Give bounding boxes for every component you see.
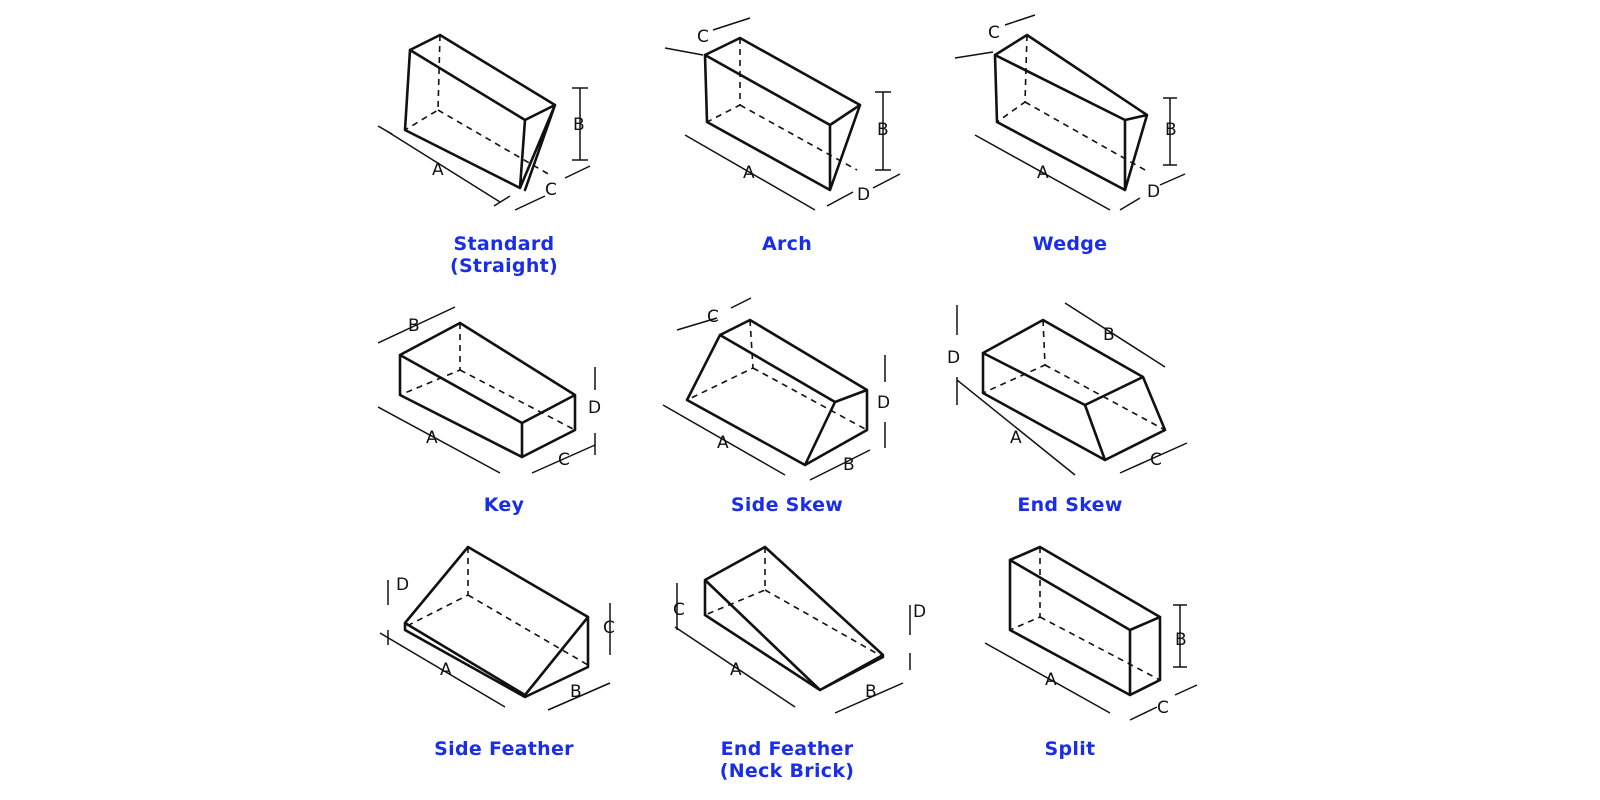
- key-dim-b: B: [408, 316, 420, 336]
- side-feather-dim-c: C: [603, 618, 615, 638]
- side-skew-brick-drawing: A B C D: [662, 297, 890, 481]
- end-skew-dim-c: C: [1150, 450, 1162, 470]
- caption-arch: Arch: [657, 233, 917, 255]
- caption-key: Key: [374, 494, 634, 516]
- standard-dim-c: C: [545, 180, 557, 200]
- split-brick-drawing: A B C: [984, 545, 1198, 721]
- end-feather-dim-c: C: [673, 600, 685, 620]
- caption-split: Split: [940, 738, 1200, 760]
- side-skew-dim-a: A: [717, 433, 729, 453]
- side-feather-dim-d: D: [396, 575, 409, 595]
- side-feather-dim-b: B: [570, 682, 582, 702]
- standard-dim-a: A: [432, 160, 444, 180]
- key-dim-a: A: [426, 428, 438, 448]
- split-dim-a: A: [1045, 670, 1057, 690]
- wedge-dim-a: A: [1037, 163, 1049, 183]
- wedge-dim-d: D: [1147, 182, 1160, 202]
- arch-dim-a: A: [743, 163, 755, 183]
- side-skew-dim-d: D: [877, 393, 890, 413]
- caption-end-feather: End Feather (Neck Brick): [657, 738, 917, 782]
- side-skew-dim-c: C: [707, 307, 719, 327]
- caption-side-skew-name: Side Skew: [730, 494, 844, 516]
- end-feather-dim-d: D: [913, 602, 926, 622]
- caption-standard-name: Standard: [453, 233, 555, 255]
- caption-wedge-name: Wedge: [1032, 233, 1108, 255]
- arch-dim-c: C: [697, 27, 709, 47]
- end-skew-brick-drawing: A B C D: [947, 302, 1188, 476]
- arch-brick-drawing: A B C D: [664, 17, 901, 211]
- caption-end-skew-name: End Skew: [1017, 494, 1123, 516]
- side-skew-dim-b: B: [843, 455, 855, 475]
- caption-arch-name: Arch: [761, 233, 813, 255]
- caption-end-skew: End Skew: [940, 494, 1200, 516]
- caption-side-feather: Side Feather: [374, 738, 634, 760]
- end-skew-dim-a: A: [1010, 428, 1022, 448]
- standard-brick-drawing: A B C: [377, 33, 591, 211]
- standard-dim-b: B: [573, 115, 585, 135]
- caption-end-feather-name: End Feather: [720, 738, 854, 760]
- key-dim-c: C: [558, 450, 570, 470]
- key-dim-d: D: [588, 398, 601, 418]
- caption-side-feather-name: Side Feather: [434, 738, 574, 760]
- split-dim-c: C: [1157, 698, 1169, 718]
- arch-dim-b: B: [877, 120, 889, 140]
- wedge-dim-b: B: [1165, 120, 1177, 140]
- key-brick-drawing: A B C D: [377, 306, 601, 474]
- end-skew-dim-b: B: [1103, 325, 1115, 345]
- split-dim-b: B: [1175, 630, 1187, 650]
- side-feather-dim-a: A: [440, 660, 452, 680]
- wedge-dim-c: C: [988, 23, 1000, 43]
- end-feather-dim-b: B: [865, 682, 877, 702]
- caption-side-skew: Side Skew: [657, 494, 917, 516]
- caption-standard: Standard (Straight): [374, 233, 634, 277]
- caption-standard-subname: (Straight): [449, 255, 559, 277]
- caption-key-name: Key: [483, 494, 525, 516]
- caption-split-name: Split: [1044, 738, 1096, 760]
- caption-end-feather-subname: (Neck Brick): [719, 760, 855, 782]
- end-skew-dim-d: D: [947, 348, 960, 368]
- end-feather-dim-a: A: [730, 660, 742, 680]
- caption-wedge: Wedge: [940, 233, 1200, 255]
- arch-dim-d: D: [857, 185, 870, 205]
- side-feather-brick-drawing: A B C D: [379, 545, 615, 711]
- end-feather-brick-drawing: A B C D: [673, 545, 926, 714]
- wedge-brick-drawing: A B C D: [954, 14, 1186, 211]
